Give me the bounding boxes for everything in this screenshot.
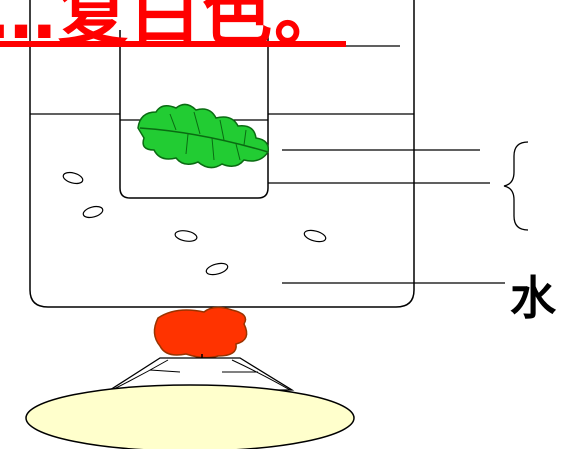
water-label: 水	[510, 271, 556, 325]
curly-brace	[503, 141, 529, 231]
burner-base	[25, 384, 355, 452]
slide-title-fragment: …复白色。	[0, 0, 346, 55]
bubble	[303, 229, 327, 243]
heater	[25, 306, 355, 452]
bubble	[205, 262, 229, 276]
bubble	[62, 171, 84, 185]
inner-beaker	[119, 30, 269, 199]
leaf-icon	[137, 103, 269, 169]
bubble	[82, 205, 104, 219]
flame-icon	[153, 306, 248, 359]
lamp-body	[107, 357, 295, 391]
bubble	[174, 230, 198, 242]
